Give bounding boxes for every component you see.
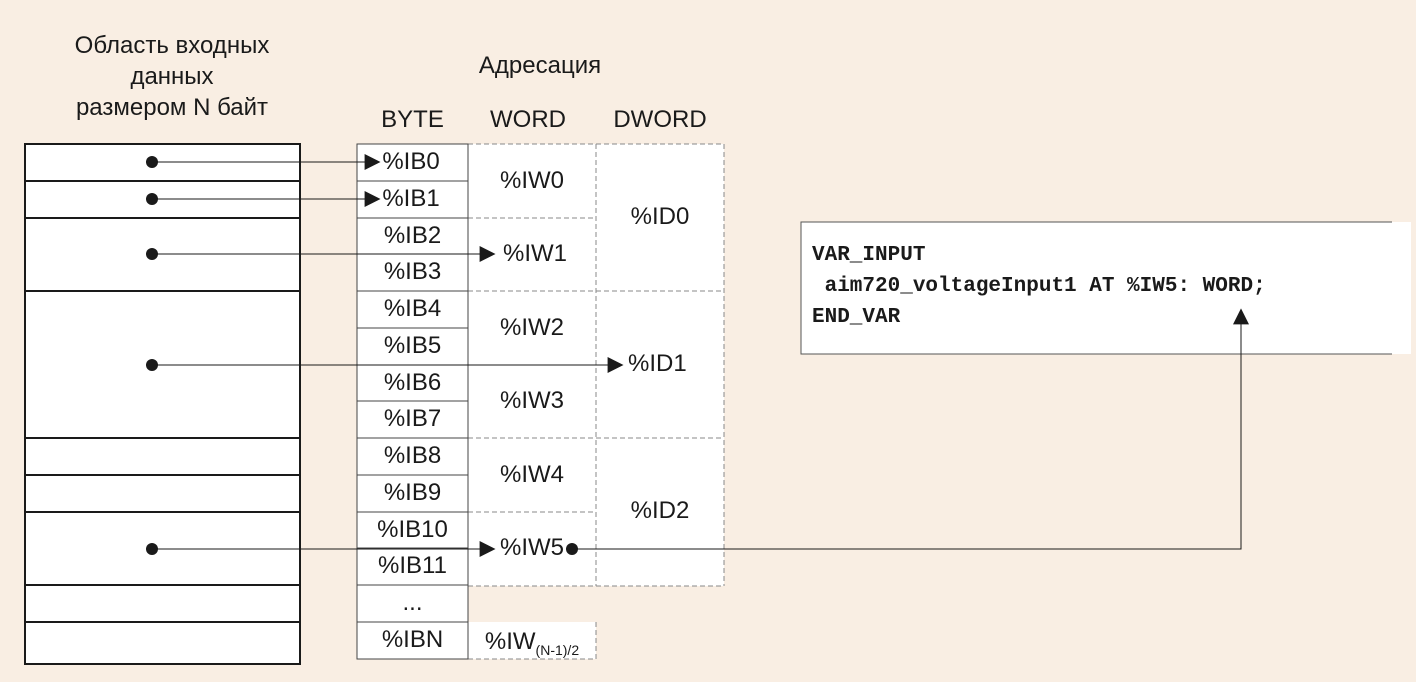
code-line-2: aim720_voltageInput1 AT %IW5: WORD;	[812, 275, 1266, 298]
word-last-subscript: (N-1)/2	[535, 642, 580, 658]
byte-cell: %IB4	[383, 295, 442, 322]
input-area-title-line1: Область входных	[74, 32, 270, 59]
byte-cell: %IB6	[383, 369, 442, 396]
code-line-3: END_VAR	[812, 306, 901, 329]
dword-cell: %ID2	[630, 497, 690, 524]
byte-cell: %IBN	[381, 626, 444, 653]
byte-cell: %IB8	[383, 442, 442, 469]
dot-word	[146, 248, 158, 260]
word-cell: %IW3	[499, 387, 564, 414]
arrow-iw5-to-code	[572, 308, 1249, 550]
col-header-word: WORD	[490, 106, 566, 133]
byte-cell: %IB3	[383, 258, 442, 285]
byte-cell: %IB2	[383, 222, 442, 249]
byte-cell: %IB9	[383, 479, 442, 506]
code-box	[800, 221, 1411, 355]
byte-cell: %IB5	[383, 332, 442, 359]
col-header-byte: BYTE	[381, 106, 444, 133]
byte-cell: %IB11	[378, 552, 447, 579]
byte-cell: %IB1	[382, 185, 440, 212]
word-cell: %IW4	[499, 461, 564, 488]
dot-byte1	[146, 193, 158, 205]
input-data-area	[24, 143, 301, 665]
dword-cell: %ID1	[628, 350, 687, 377]
input-area-title-line2: данных	[130, 63, 214, 90]
dword-cell: %ID0	[630, 203, 690, 230]
byte-cell: %IB10	[377, 516, 448, 543]
dot-word5	[146, 543, 158, 555]
word-last-prefix: %IW	[484, 628, 536, 655]
dot-iw5	[566, 543, 578, 555]
code-listing: VAR_INPUT aim720_voltageInput1 AT %IW5: …	[812, 240, 1266, 333]
byte-cell: %IB7	[383, 405, 442, 432]
word-cell: %IW0	[499, 167, 564, 194]
byte-cell-ellipsis: ...	[402, 589, 423, 616]
word-cell: %IW1	[503, 240, 568, 267]
input-area-title-line3: размером N байт	[75, 94, 269, 121]
byte-cell: %IB0	[382, 148, 440, 175]
dot-byte0	[146, 156, 158, 168]
col-header-dword: DWORD	[613, 106, 707, 133]
word-cell-last: %IW(N-1)/2	[468, 628, 596, 658]
addressing-title: Адресация	[478, 52, 602, 79]
code-line-1: VAR_INPUT	[812, 244, 926, 267]
word-cell: %IW2	[499, 314, 564, 341]
input-area-title: Область входных данных размером N байт	[24, 30, 320, 123]
word-cell: %IW5	[500, 534, 565, 561]
dot-dword	[146, 359, 158, 371]
